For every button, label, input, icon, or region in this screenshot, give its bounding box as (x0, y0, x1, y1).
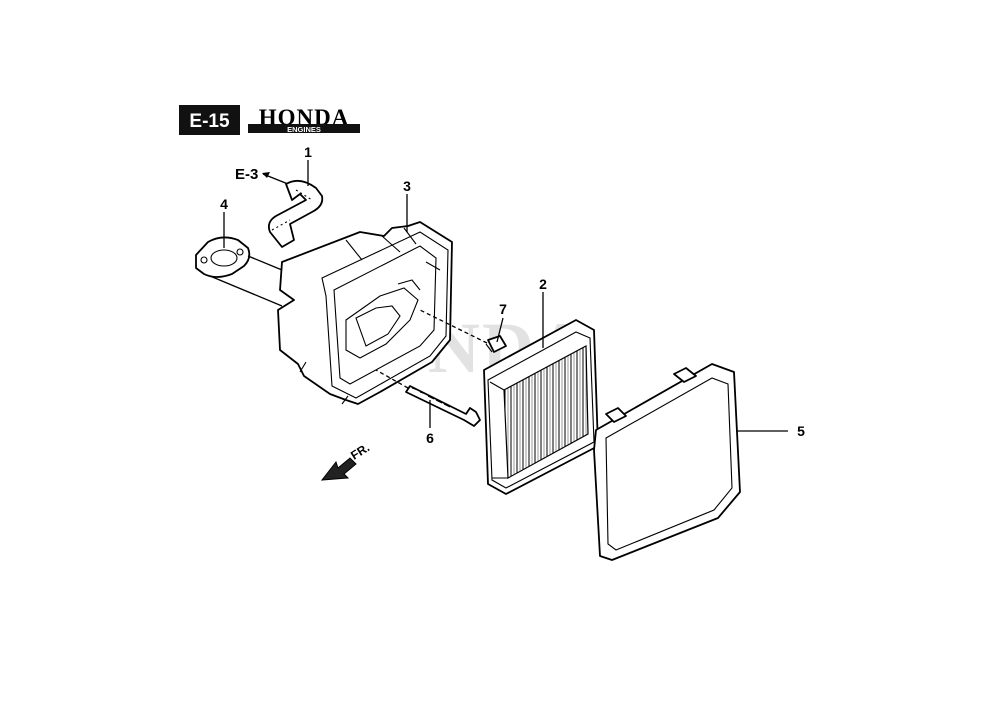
callout-6: 6 (426, 430, 434, 446)
section-code: E-15 (189, 111, 230, 132)
reference-label: E-3 (235, 166, 258, 183)
callout-4: 4 (220, 196, 228, 212)
part-2-filter-element (483, 319, 599, 495)
part-1-breather-tube (267, 179, 324, 248)
part-3-air-cleaner-case (277, 221, 453, 405)
gasket-guide-top (247, 255, 283, 271)
part-4-gasket (195, 236, 251, 278)
honda-engines-logo: HONDA ENGINES (248, 105, 360, 134)
callout-5: 5 (797, 423, 805, 439)
gasket-guide-bottom (209, 275, 283, 307)
part-5-cover (593, 363, 741, 561)
brand-subtitle: ENGINES (287, 125, 321, 134)
callout-1: 1 (304, 144, 312, 160)
front-direction-arrow: FR. (320, 440, 372, 481)
section-badge: E-15 (179, 105, 240, 135)
callout-2: 2 (539, 276, 547, 292)
leader-7 (496, 317, 504, 343)
part-7-nut (485, 335, 507, 353)
callout-3: 3 (403, 178, 411, 194)
callout-7: 7 (499, 301, 507, 317)
part-6-bolt (405, 385, 481, 427)
